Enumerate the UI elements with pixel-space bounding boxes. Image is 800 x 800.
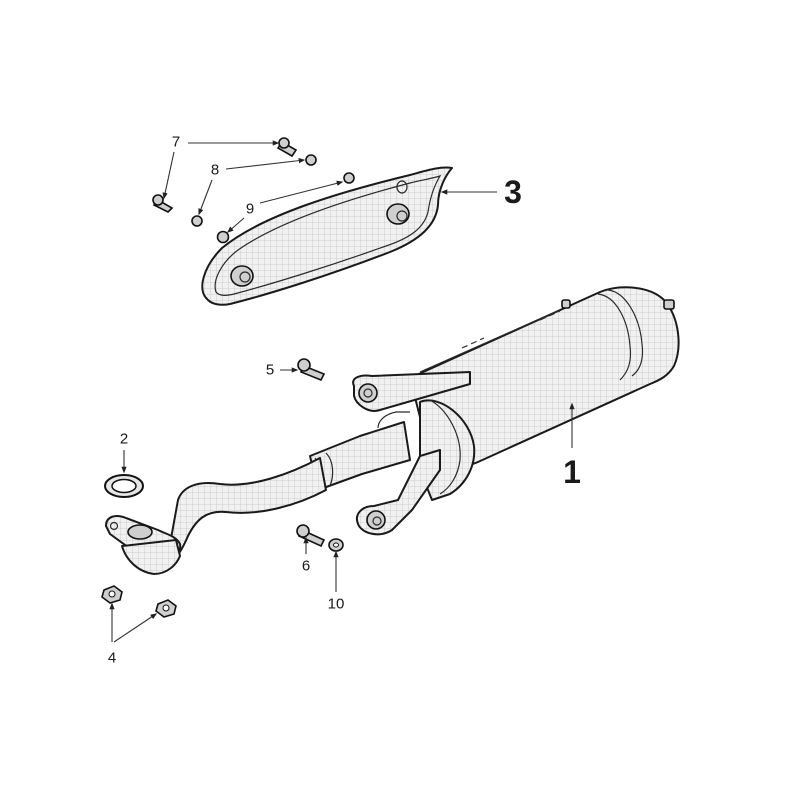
callout-10: 10 bbox=[327, 595, 345, 613]
callout-9: 9 bbox=[245, 200, 255, 218]
grommet-9-lower[interactable] bbox=[216, 230, 230, 244]
callout-4: 4 bbox=[107, 649, 117, 667]
callout-8: 8 bbox=[210, 161, 220, 179]
leader-lines bbox=[109, 140, 575, 643]
callout-1: 1 bbox=[563, 454, 581, 490]
callout-7: 7 bbox=[171, 133, 181, 151]
mounting-bolt-6[interactable] bbox=[296, 524, 326, 548]
callout-6: 6 bbox=[301, 557, 311, 575]
callout-3: 3 bbox=[504, 174, 522, 210]
heat-shield[interactable] bbox=[201, 166, 453, 306]
muffler[interactable] bbox=[105, 286, 680, 575]
gasket[interactable] bbox=[104, 474, 144, 498]
grommet-9-upper[interactable] bbox=[343, 172, 355, 184]
washer-8-lower[interactable] bbox=[191, 215, 203, 227]
callout-2: 2 bbox=[119, 430, 129, 448]
callout-5: 5 bbox=[265, 361, 275, 379]
mounting-bolt-5[interactable] bbox=[297, 358, 326, 382]
flange-nut-right[interactable] bbox=[155, 599, 177, 618]
washer-10[interactable] bbox=[328, 538, 344, 552]
washer-8-upper[interactable] bbox=[305, 154, 317, 166]
flange-nut-left[interactable] bbox=[101, 585, 123, 604]
shield-bolt-lower[interactable] bbox=[152, 194, 174, 213]
shield-bolt-upper[interactable] bbox=[276, 137, 298, 158]
